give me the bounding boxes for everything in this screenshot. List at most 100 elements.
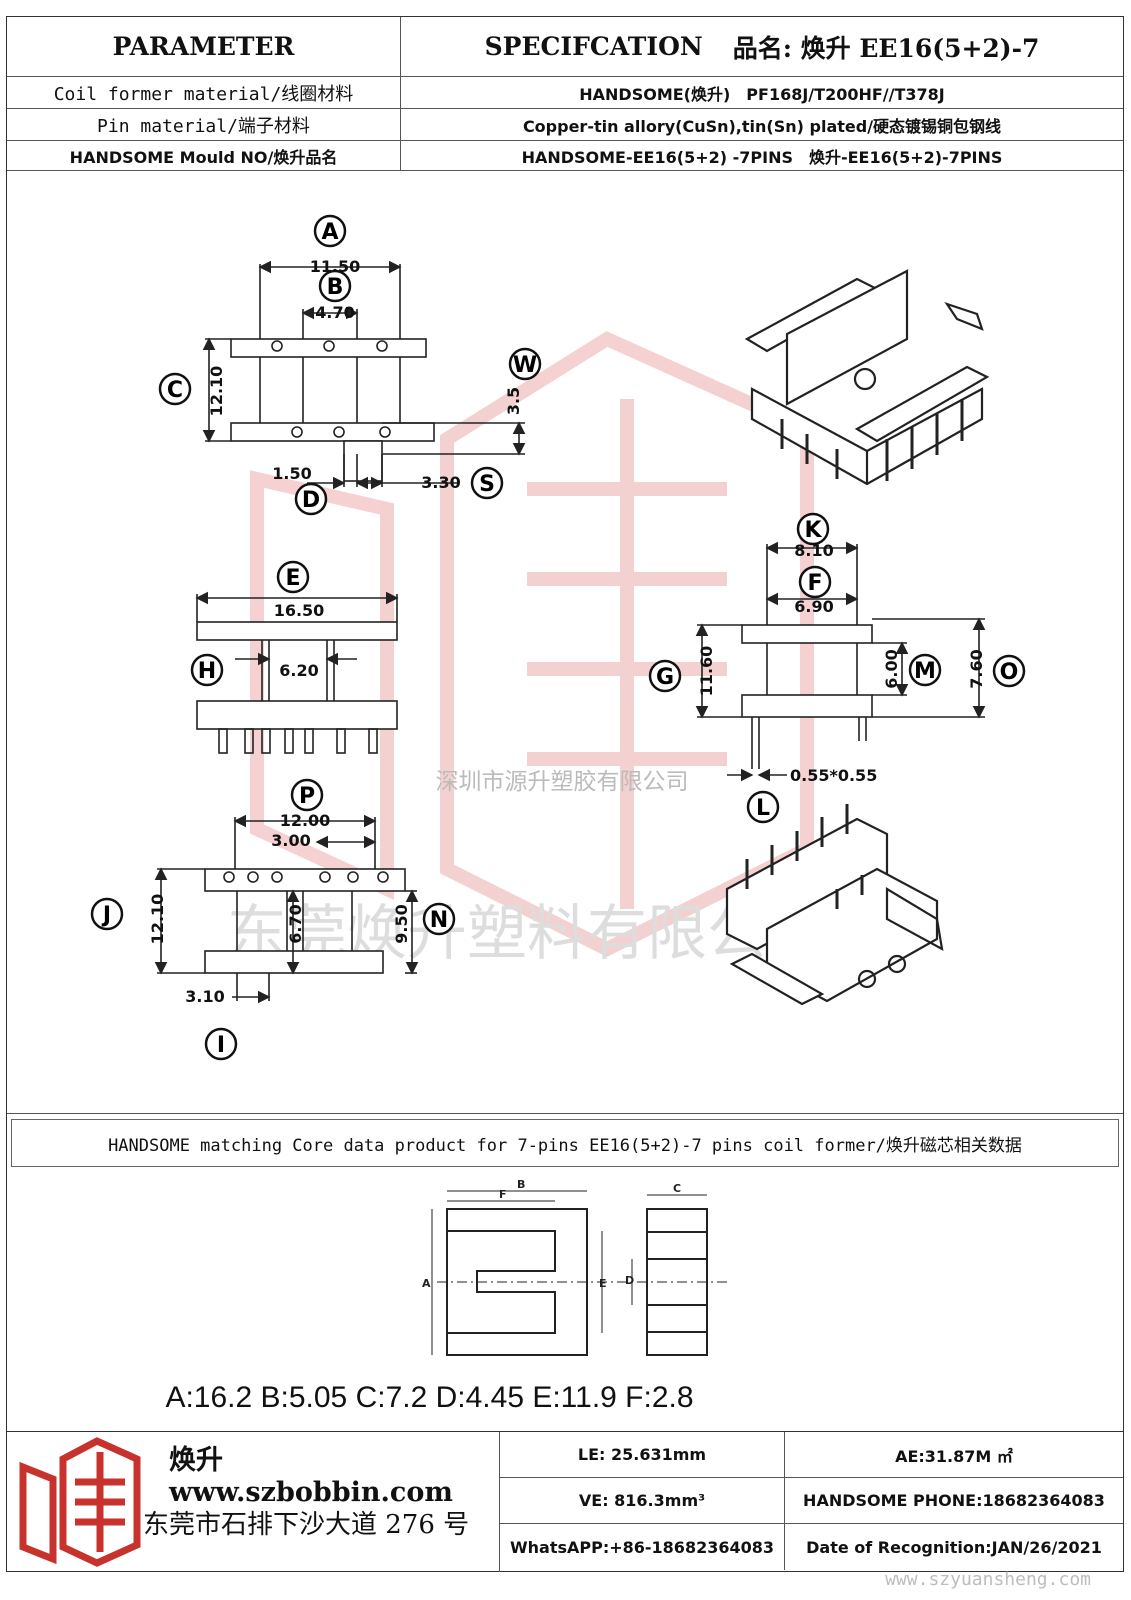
company-logo-icon (19, 1437, 141, 1567)
dim-b-value: 4.70 (315, 303, 354, 322)
recognition-date: Date of Recognition:JAN/26/2021 (806, 1537, 1102, 1557)
footer: 焕升 www.szbobbin.com 东莞市石排下沙大道 276 号 LE: … (7, 1432, 1123, 1572)
phone-value: HANDSOME PHONE:18682364083 (785, 1478, 1123, 1524)
core-side-shape (646, 1208, 708, 1356)
circled-letter-m: M (914, 659, 936, 684)
circled-letter-c: C (167, 378, 183, 403)
spec-sheet: PARAMETER SPECIFCATION 品名: 焕升 EE16(5+2)-… (6, 16, 1124, 1572)
circled-letter-o: O (1000, 660, 1019, 685)
dim-c-value: 12.10 (207, 366, 226, 417)
header-row: PARAMETER SPECIFCATION 品名: 焕升 EE16(5+2)-… (7, 17, 1123, 77)
bottom-view (154, 814, 419, 1004)
spec-row-mould-no: HANDSOME Mould NO/焕升品名 HANDSOME-EE16(5+2… (7, 141, 1123, 171)
dim-s-value: 3.30 (421, 473, 460, 492)
parameter-heading: PARAMETER (7, 17, 401, 76)
dim-k-value: 8.10 (794, 541, 833, 560)
circled-letter-p-ring (290, 778, 324, 812)
circled-letter-k-ring (796, 512, 830, 546)
spec-row-label: Coil former material/线圈材料 (7, 77, 401, 108)
circled-letter-n: N (430, 908, 448, 933)
circled-letter-j-ring (90, 897, 124, 931)
core-label-a: A (422, 1277, 431, 1290)
circled-letter-n-ring (422, 902, 456, 936)
circled-letter-p: P (299, 784, 315, 809)
circled-letters: A B C W D S E H K F G M O L P J N I (90, 214, 1026, 1061)
website-link[interactable]: www.szbobbin.com (169, 1477, 453, 1508)
circled-letter-f: F (807, 571, 822, 596)
circled-letter-d-ring (294, 482, 328, 516)
circled-letter-l-ring (746, 790, 780, 824)
whatsapp-value: WhatsAPP:+86-18682364083 (500, 1524, 785, 1570)
circled-letter-f-ring (798, 565, 832, 599)
circled-letter-h-ring (190, 653, 224, 687)
end-view (695, 541, 986, 782)
circled-letter-d: D (302, 488, 320, 513)
spec-row-pin-material: Pin material/端子材料 Copper-tin allory(CuSn… (7, 109, 1123, 141)
spec-row-label: Pin material/端子材料 (7, 109, 401, 140)
circled-letter-g: G (656, 665, 674, 690)
core-label-c: C (673, 1182, 681, 1195)
core-label-e: E (599, 1277, 607, 1290)
dim-l-value: 0.55*0.55 (790, 766, 877, 785)
core-data-caption: HANDSOME matching Core data product for … (11, 1119, 1119, 1167)
core-label-f: F (499, 1188, 507, 1201)
isometric-view-bottom (725, 804, 944, 1006)
core-dimensions: A:16.2 B:5.05 C:7.2 D:4.45 E:11.9 F:2.8 (165, 1381, 694, 1414)
dim-f-value: 6.90 (794, 597, 833, 616)
circled-letter-s: S (479, 472, 495, 497)
core-caption-text: HANDSOME matching Core data product for … (108, 1135, 1022, 1156)
spec-row-value: HANDSOME-EE16(5+2) -7PINS 焕升-EE16(5+2)-7… (521, 147, 1003, 167)
circled-letter-c-ring (158, 372, 192, 406)
circled-letter-o-ring (992, 654, 1026, 688)
circled-letter-e: E (285, 566, 300, 591)
watermark-text-top: 深圳市源升塑胶有限公司 (436, 769, 689, 795)
circled-letter-l: L (756, 796, 770, 821)
drawing-svg: 深圳市源升塑胶有限公司 东莞焕升塑料有限公司 (90, 214, 1026, 1061)
e-core-shape (446, 1208, 588, 1356)
product-name-label: 品名: 焕升 EE16(5+2)-7 (732, 33, 1040, 63)
spec-row-value: Copper-tin allory(CuSn),tin(Sn) plated/硬… (522, 116, 1002, 136)
dim-i-value: 3.10 (185, 987, 224, 1006)
circled-letter-b-ring (318, 269, 352, 303)
technical-drawing: 深圳市源升塑胶有限公司 东莞焕升塑料有限公司 (7, 189, 1123, 1114)
circled-letter-g-ring (648, 659, 682, 693)
core-label-d: D (625, 1274, 634, 1287)
dim-j-value: 12.10 (148, 894, 167, 945)
circled-letter-e-ring (276, 560, 310, 594)
circled-letter-b: B (327, 275, 344, 300)
circled-letter-a-ring (313, 214, 347, 248)
spec-row-label: HANDSOME Mould NO/焕升品名 (7, 141, 401, 170)
circled-letter-h: H (198, 659, 216, 684)
specification-label: SPECIFCATION (484, 32, 703, 61)
dim-n-value: 9.50 (392, 904, 411, 943)
dim-m-value: 6.00 (882, 649, 901, 688)
circled-letter-s-ring (470, 466, 504, 500)
dim-d-value: 1.50 (272, 464, 311, 483)
circled-letter-a: A (321, 220, 338, 245)
dim-p-value: 12.00 (280, 811, 331, 830)
circled-letter-w: W (513, 353, 537, 378)
company-block: 焕升 www.szbobbin.com 东莞市石排下沙大道 276 号 (7, 1432, 500, 1572)
core-label-b: B (517, 1178, 525, 1191)
spec-row-value: HANDSOME(焕升) PF168J/T200HF//T378J (579, 84, 945, 104)
specification-heading: SPECIFCATION 品名: 焕升 EE16(5+2)-7 (401, 17, 1123, 76)
dim-e-value: 16.50 (274, 601, 325, 620)
core-params-grid: LE: 25.631mm AE:31.87M ㎡ VE: 816.3mm³ HA… (500, 1432, 1123, 1572)
core-drawing: B F C A E D (7, 1167, 1123, 1432)
dim-g-value: 11.60 (697, 646, 716, 697)
watermark-url: www.szyuansheng.com (885, 1569, 1091, 1590)
le-value: LE: 25.631mm (500, 1432, 785, 1478)
dim-a-value: 11.50 (310, 257, 361, 276)
dim-p2-value: 3.00 (271, 831, 310, 850)
dim-o-value: 7.60 (967, 649, 986, 688)
circled-letter-i: I (217, 1033, 225, 1058)
circled-letter-k: K (804, 518, 822, 543)
circled-letter-m-ring (908, 653, 942, 687)
ve-value: VE: 816.3mm³ (500, 1478, 785, 1524)
circled-letter-j: J (101, 903, 111, 928)
dim-w-value: 3.5 (504, 387, 523, 415)
company-address: 东莞市石排下沙大道 276 号 (143, 1510, 470, 1540)
front-view (202, 260, 526, 490)
isometric-view-top (744, 269, 990, 486)
core-svg: B F C A E D (422, 1178, 727, 1356)
